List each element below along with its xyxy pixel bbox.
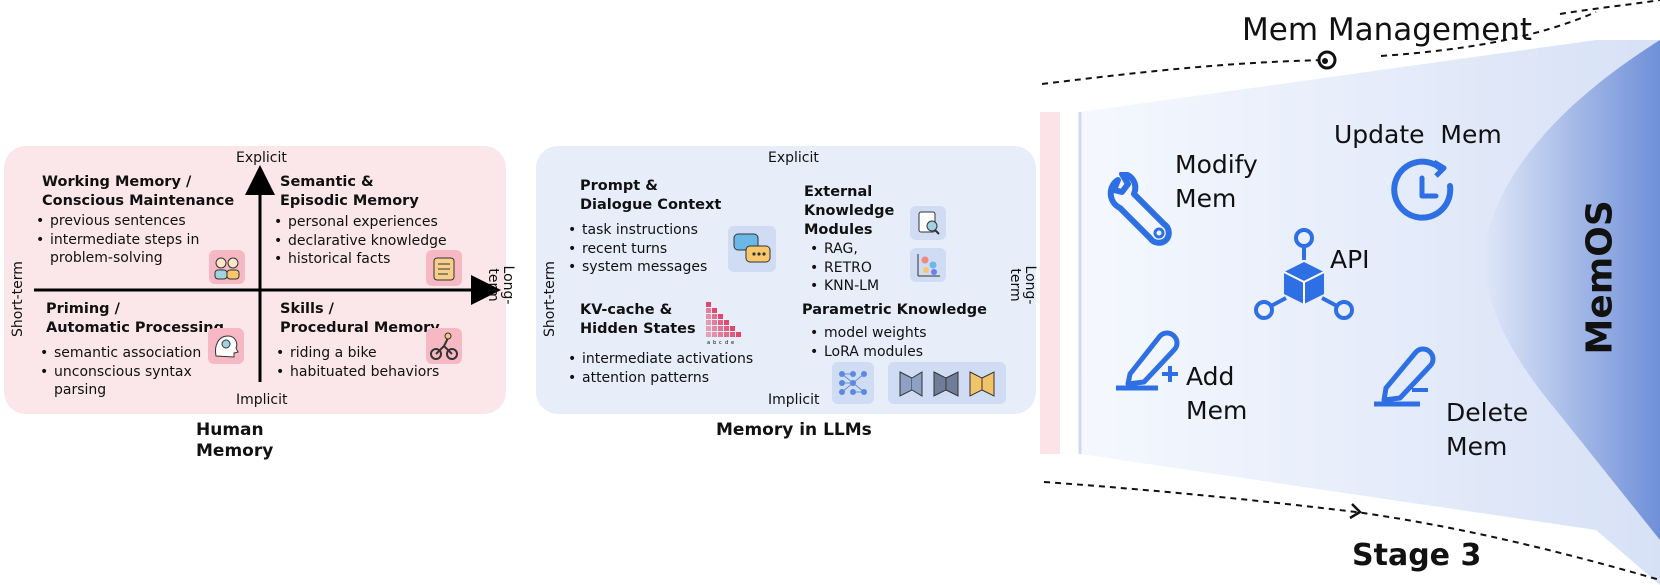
llm-axis-short-term: Short-term bbox=[542, 261, 558, 337]
list-item: recent turns bbox=[566, 240, 707, 259]
memos-label: MemOS bbox=[1579, 200, 1621, 355]
list-item: RAG, bbox=[808, 240, 879, 259]
heatmap-cell bbox=[718, 326, 723, 331]
pen-minus-icon bbox=[1372, 344, 1436, 408]
human-q1-title: Working Memory / Conscious Maintenance bbox=[42, 174, 235, 209]
list-item: task instructions bbox=[566, 221, 707, 240]
heatmap-cell bbox=[712, 320, 717, 325]
human-q2-title: Semantic & Episodic Memory bbox=[280, 174, 419, 209]
list-item: RETRO bbox=[808, 259, 879, 278]
op-add-label: Add Mem bbox=[1186, 362, 1248, 425]
list-item: habituated behaviors bbox=[274, 363, 439, 382]
heatmap-cell bbox=[718, 332, 723, 337]
list-item: semantic association bbox=[38, 344, 201, 363]
heatmap-label: b bbox=[713, 340, 716, 346]
human-q4-list: riding a bike habituated behaviors bbox=[274, 344, 439, 381]
scatter-plot-icon bbox=[910, 248, 946, 282]
list-item: historical facts bbox=[272, 250, 447, 269]
heatmap-cell bbox=[724, 320, 729, 325]
chat-bubbles-icon bbox=[728, 226, 776, 272]
memos-funnel bbox=[1484, 40, 1660, 540]
human-axis-implicit: Implicit bbox=[236, 392, 288, 408]
heatmap-cell bbox=[730, 326, 735, 331]
human-memory-caption: Human Memory bbox=[196, 420, 274, 461]
list-item: LoRA modules bbox=[808, 343, 927, 362]
human-axis-long-term: Long-term bbox=[485, 265, 516, 305]
list-item: model weights bbox=[808, 324, 927, 343]
heatmap-cell bbox=[736, 332, 741, 337]
llm-q4-list: model weights LoRA modules bbox=[808, 324, 927, 361]
clock-refresh-icon bbox=[1390, 156, 1462, 228]
heatmap-label: d bbox=[725, 340, 728, 346]
heatmap-cell bbox=[712, 332, 717, 337]
list-item: declarative knowledge bbox=[272, 232, 447, 251]
mem-management-title: Mem Management bbox=[1242, 12, 1533, 48]
heatmap-cell bbox=[706, 326, 711, 331]
llm-memory-caption: Memory in LLMs bbox=[716, 420, 872, 440]
brain-head-icon bbox=[208, 328, 244, 364]
heatmap-cell bbox=[718, 320, 723, 325]
wrench-icon bbox=[1104, 171, 1176, 252]
human-q1-list: previous sentences intermediate steps in… bbox=[34, 212, 199, 268]
heatmap-cell bbox=[712, 314, 717, 319]
neural-network-icon bbox=[832, 362, 874, 404]
heatmap-label: e bbox=[731, 340, 734, 346]
op-delete-label: Delete Mem bbox=[1446, 398, 1529, 461]
list-item: KNN-LM bbox=[808, 277, 879, 296]
heatmap-cell bbox=[724, 326, 729, 331]
list-item: personal experiences bbox=[272, 213, 447, 232]
list-item: unconscious syntax parsing bbox=[38, 363, 201, 400]
lora-adapters-icon bbox=[888, 362, 1006, 404]
pink-divider-strip bbox=[1040, 112, 1060, 454]
llm-axis-long-term: Long-term bbox=[1007, 265, 1038, 305]
document-search-icon bbox=[910, 206, 946, 240]
list-item: riding a bike bbox=[274, 344, 439, 363]
list-item: intermediate activations bbox=[566, 350, 753, 369]
llm-axis-explicit: Explicit bbox=[768, 150, 819, 166]
list-item: previous sentences bbox=[34, 212, 199, 231]
bicycle-rider-icon bbox=[426, 328, 462, 364]
human-axis-short-term: Short-term bbox=[10, 261, 26, 337]
op-modify-label: Modify Mem bbox=[1175, 150, 1258, 213]
heatmap-cell bbox=[712, 326, 717, 331]
llm-q1-list: task instructions recent turns system me… bbox=[566, 221, 707, 277]
llm-q4-title: Parametric Knowledge bbox=[802, 302, 987, 318]
llm-q3-title: KV-cache & Hidden States bbox=[580, 302, 696, 337]
heatmap-cell bbox=[712, 308, 717, 313]
stage-label: Stage 3 bbox=[1352, 538, 1482, 573]
list-item: intermediate steps in problem-solving bbox=[34, 231, 199, 268]
heatmap-cell bbox=[718, 314, 723, 319]
people-talking-icon bbox=[209, 250, 245, 284]
heatmap-cell bbox=[706, 314, 711, 319]
heatmap-cell bbox=[706, 320, 711, 325]
heatmap-label: c bbox=[719, 340, 722, 346]
pen-add-icon bbox=[1112, 326, 1184, 394]
human-q2-list: personal experiences declarative knowled… bbox=[272, 213, 447, 269]
heatmap-cell bbox=[724, 332, 729, 337]
llm-q1-title: Prompt & Dialogue Context bbox=[580, 178, 722, 213]
llm-axis-implicit: Implicit bbox=[768, 392, 820, 408]
list-item: system messages bbox=[566, 258, 707, 277]
api-label: API bbox=[1330, 245, 1370, 274]
human-q4-title: Skills / Procedural Memory bbox=[280, 301, 440, 336]
human-axis-explicit: Explicit bbox=[236, 150, 287, 166]
llm-q2-title: External Knowledge Modules bbox=[804, 184, 895, 238]
heatmap-label: a bbox=[707, 340, 710, 346]
api-cube-icon bbox=[1252, 226, 1356, 322]
op-update-label: Update Mem bbox=[1334, 120, 1502, 149]
heatmap-cell bbox=[706, 308, 711, 313]
human-q3-list: semantic association unconscious syntax … bbox=[38, 344, 201, 400]
heatmap-cell bbox=[706, 332, 711, 337]
heatmap-cell bbox=[706, 302, 711, 307]
llm-q3-list: intermediate activations attention patte… bbox=[566, 350, 753, 387]
llm-q2-list: RAG, RETRO KNN-LM bbox=[808, 240, 879, 296]
management-graphics bbox=[1040, 0, 1660, 585]
list-item: attention patterns bbox=[566, 369, 753, 388]
heatmap-cell bbox=[730, 332, 735, 337]
books-scroll-icon bbox=[426, 250, 462, 286]
human-q3-title: Priming / Automatic Processing bbox=[46, 301, 224, 336]
